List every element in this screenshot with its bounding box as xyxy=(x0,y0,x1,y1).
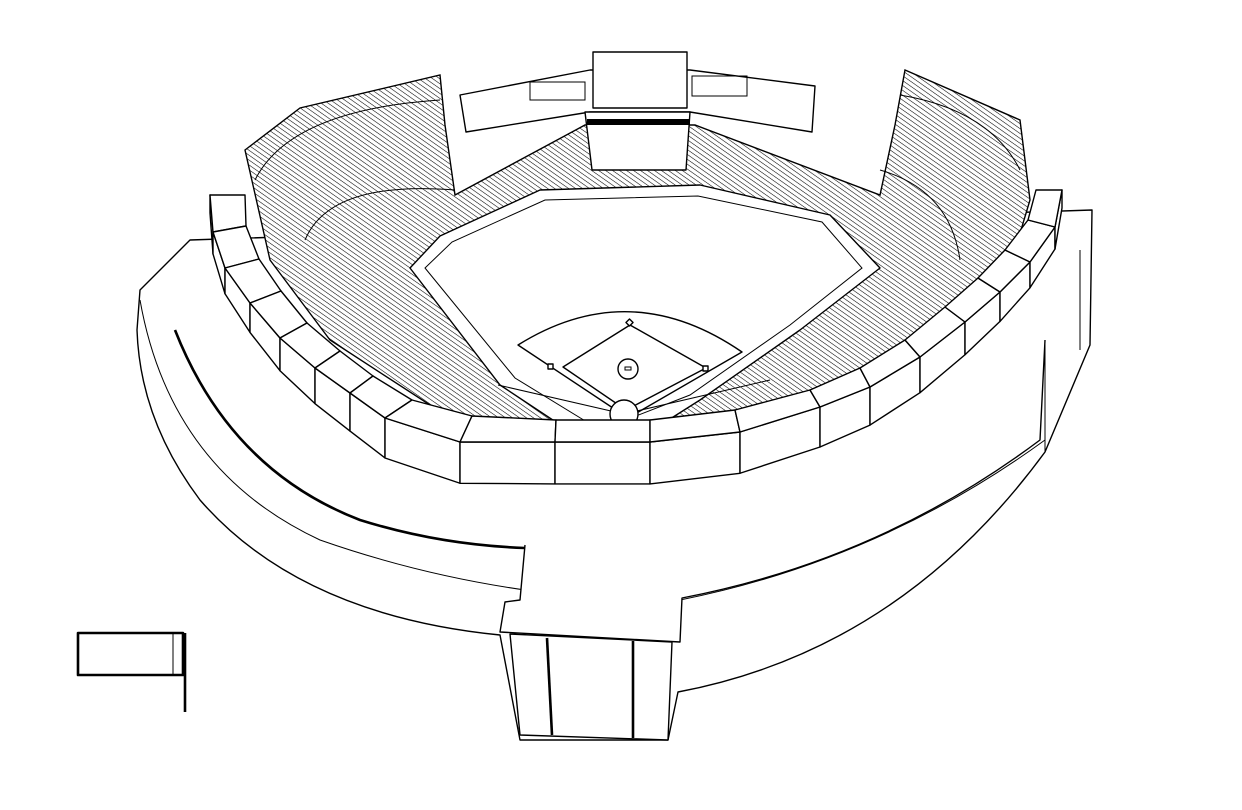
seating-divider xyxy=(899,94,1021,171)
rim-top-block xyxy=(1027,189,1063,228)
pitchers-rubber xyxy=(624,366,632,371)
base xyxy=(702,365,709,372)
entrance-pillar xyxy=(545,637,554,736)
base-ledge-line xyxy=(139,299,526,591)
rim-top-block xyxy=(459,415,557,443)
rim-front-block xyxy=(459,441,556,485)
foul-line-left xyxy=(497,384,625,415)
warning-track xyxy=(424,195,863,431)
entrance-column xyxy=(509,633,673,741)
seating-divider xyxy=(254,99,441,181)
entrance-deck xyxy=(499,339,1046,643)
base-ledge-line xyxy=(173,329,526,550)
bullpen-block xyxy=(584,111,691,171)
ad-panel xyxy=(529,81,586,101)
base-ledge-line xyxy=(679,439,1046,601)
ad-panel xyxy=(691,75,748,97)
upper-rim xyxy=(209,189,1063,485)
foul-line-right xyxy=(623,379,771,415)
scoreboard xyxy=(592,51,688,109)
base xyxy=(547,363,554,370)
pitchers-mound xyxy=(617,358,639,380)
seating-divider xyxy=(879,169,961,261)
rim-front-block xyxy=(554,441,651,485)
base xyxy=(625,318,634,327)
flag xyxy=(76,631,185,677)
rim-top-block xyxy=(554,419,651,443)
seating-divider xyxy=(304,188,456,241)
